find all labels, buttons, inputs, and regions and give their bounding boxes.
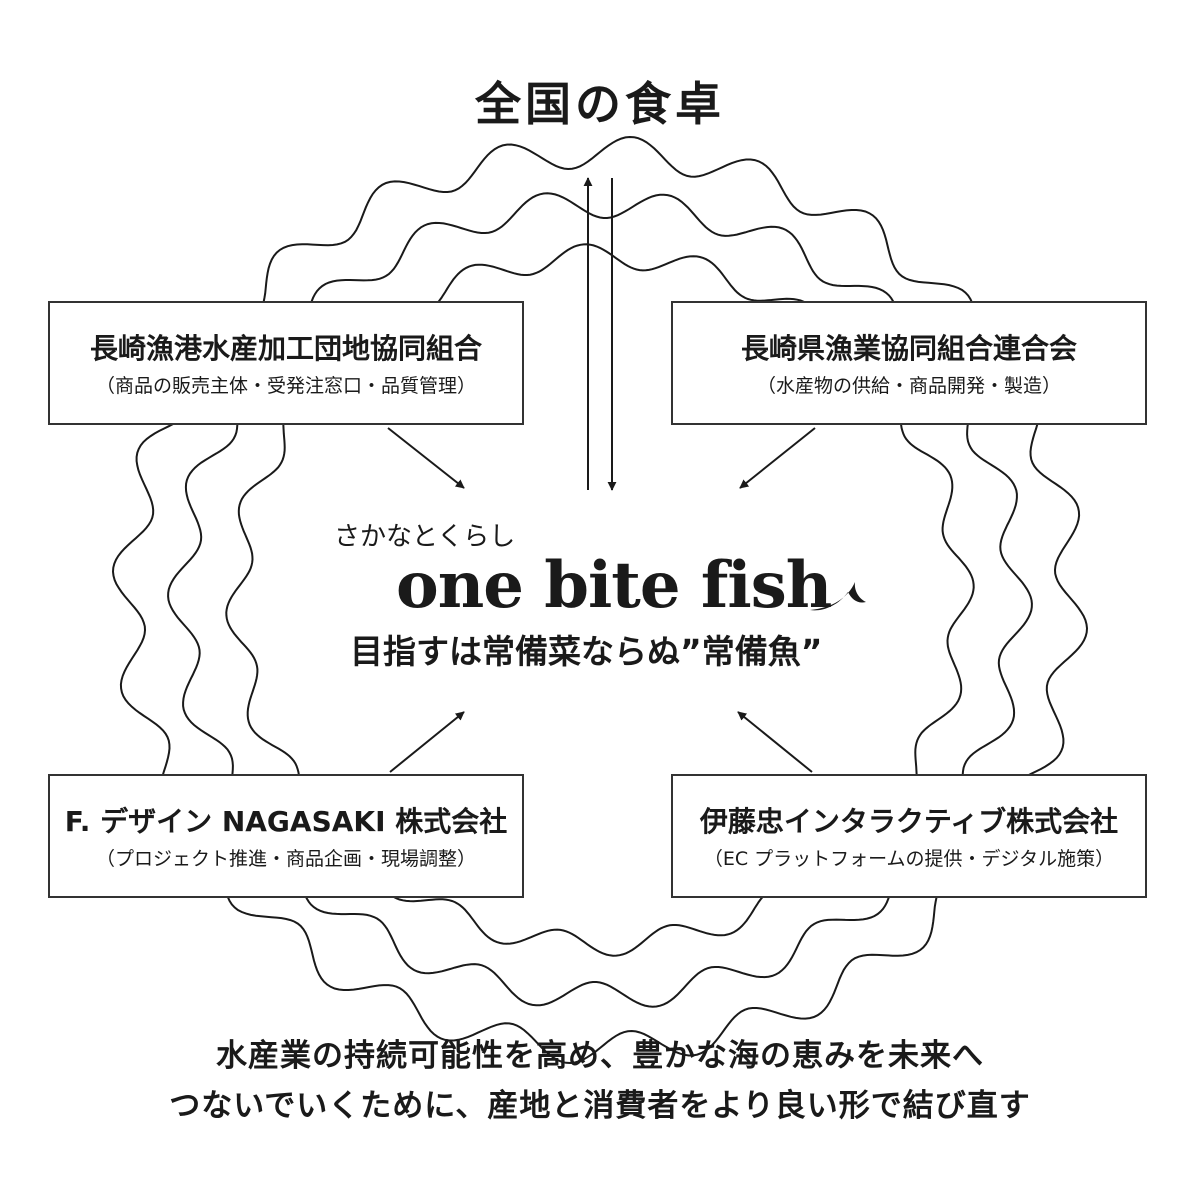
arrows (387, 177, 816, 773)
brand-center: さかなとくらし one bite fish 目指すは常備菜ならぬ”常備魚” (320, 518, 920, 688)
org-role: （EC プラットフォームの提供・デジタル施策） (703, 848, 1115, 870)
org-name: F. デザイン NAGASAKI 株式会社 (64, 805, 508, 838)
arrow-from-top-left (387, 427, 465, 489)
org-role: （プロジェクト推進・商品企画・現場調整） (95, 848, 476, 870)
brand-logo-text: one bite fish (396, 548, 832, 623)
org-box-nagasaki-fishport-processing: 長崎漁港水産加工団地協同組合 （商品の販売主体・受発注窓口・品質管理） (48, 301, 524, 425)
nationwide-tables-label: 全国の食卓 (400, 74, 800, 134)
org-name: 長崎県漁業協同組合連合会 (740, 332, 1077, 365)
brand-tagline: さかなとくらし (334, 522, 516, 552)
org-box-nagasaki-fishery-federation: 長崎県漁業協同組合連合会 （水産物の供給・商品開発・製造） (671, 301, 1147, 425)
mission-line-1: 水産業の持続可能性を高め、豊かな海の恵みを未来へ (216, 1038, 984, 1074)
org-name: 伊藤忠インタラクティブ株式会社 (699, 805, 1119, 838)
arrow-from-top-right (739, 427, 816, 489)
wavy-ring-1 (111, 135, 1089, 1065)
brand-slogan: 目指すは常備菜ならぬ”常備魚” (350, 632, 823, 671)
org-role: （水産物の供給・商品開発・製造） (756, 375, 1061, 397)
mission-line-2: つないでいくために、産地と消費者をより良い形で結び直す (169, 1088, 1031, 1124)
arrow-from-bottom-left (389, 711, 465, 773)
wavy-ring-2 (167, 192, 1033, 1008)
arrow-from-bottom-right (737, 711, 813, 773)
org-role: （商品の販売主体・受発注窓口・品質管理） (95, 375, 476, 397)
org-box-f-design-nagasaki: F. デザイン NAGASAKI 株式会社 （プロジェクト推進・商品企画・現場調… (48, 774, 524, 898)
org-name: 長崎漁港水産加工団地協同組合 (89, 332, 482, 365)
org-box-itochu-interactive: 伊藤忠インタラクティブ株式会社 （EC プラットフォームの提供・デジタル施策） (671, 774, 1147, 898)
fish-tail-icon (810, 582, 866, 611)
